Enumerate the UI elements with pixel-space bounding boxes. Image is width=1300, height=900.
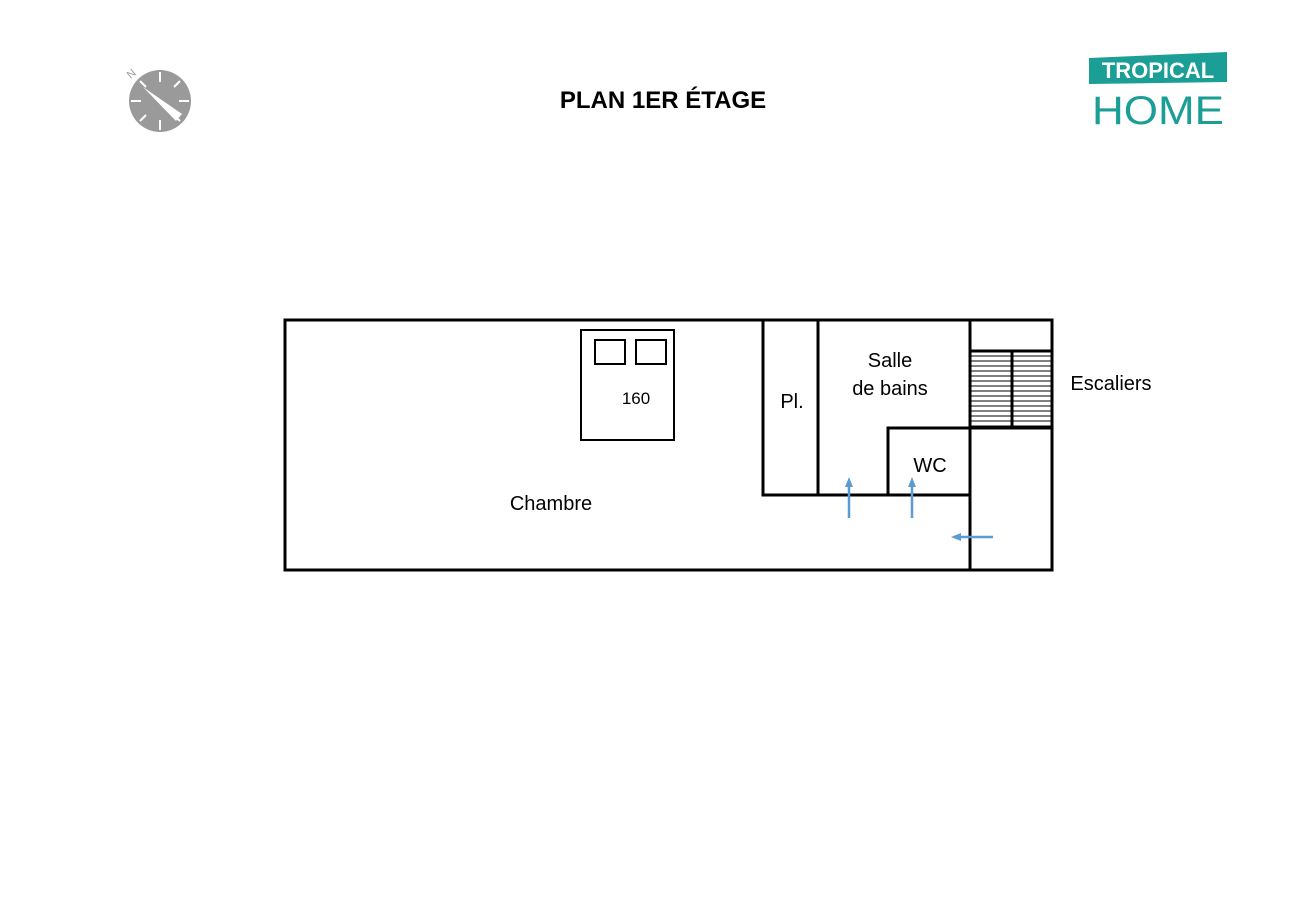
room-label-wc: WC	[913, 455, 946, 477]
logo-line2: HOME	[1092, 89, 1224, 133]
room-label-placard: Pl.	[780, 391, 803, 413]
pillow	[635, 339, 667, 365]
arrow-up-icon	[908, 477, 916, 487]
bathroom	[816, 318, 972, 497]
compass-icon: N	[125, 67, 191, 132]
room-label-salle: Salle	[868, 350, 912, 372]
tropical-home-logo: TROPICAL HOME	[1089, 52, 1227, 133]
room-label-escaliers: Escaliers	[1070, 373, 1151, 395]
bed: 160	[580, 329, 675, 441]
outer-wall	[283, 318, 1054, 572]
room-label-de-bains: de bains	[852, 378, 928, 400]
stair-steps	[970, 355, 1052, 427]
room-label-chambre: Chambre	[510, 493, 592, 515]
door-arrows	[845, 477, 993, 541]
arrow-left-icon	[951, 533, 961, 541]
north-label: N	[125, 67, 139, 81]
bed-size-label: 160	[622, 389, 650, 408]
arrow-up-icon	[845, 477, 853, 487]
page-title: PLAN 1ER ÉTAGE	[560, 86, 766, 114]
logo-line1: TROPICAL	[1102, 58, 1214, 83]
stair-column	[968, 318, 1054, 572]
pillow	[594, 339, 626, 365]
